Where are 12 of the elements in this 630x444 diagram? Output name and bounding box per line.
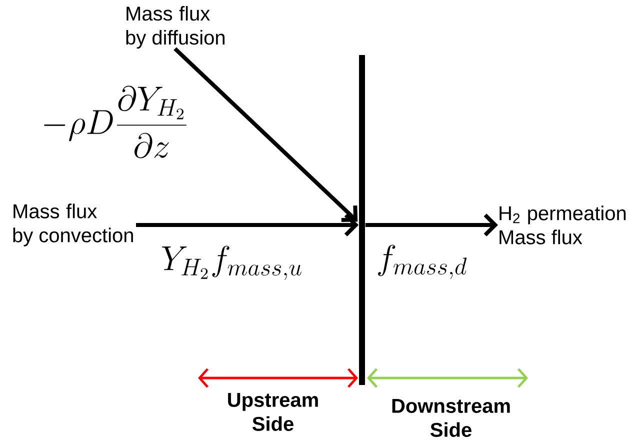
region-label: Downstream Side: [392, 399, 510, 437]
arrow: [174, 47, 358, 222]
formula-label: $-\rho D \frac{\partial Y_{H_2}}{\partial z}$: [44, 86, 186, 158]
text-label: Mass flux by diffusion: [126, 6, 224, 49]
formula-label: $Y_{H_2} f_{mass,u}$: [162, 246, 302, 280]
formula-label: $f_{mass,d}$: [378, 244, 467, 279]
membrane-wall: [359, 55, 365, 385]
text-label: Mass flux by convection: [13, 204, 133, 246]
region-label: Upstream Side: [228, 393, 318, 431]
text-label: H$_{2}$ permeation Mass flux: [500, 206, 626, 244]
arrow: [136, 214, 359, 236]
arrow: [365, 214, 498, 236]
